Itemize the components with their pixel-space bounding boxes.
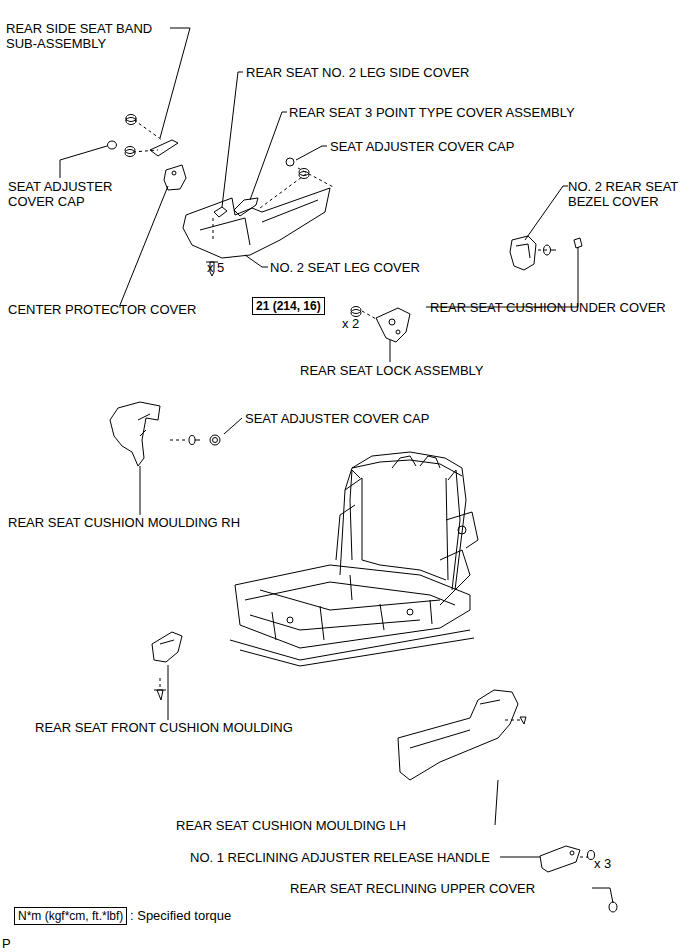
figure-code: P: [2, 936, 11, 951]
part-label: NO. 1 RECLINING ADJUSTER RELEASE HANDLE: [190, 850, 490, 865]
box-text: N*m (kgf*cm, ft.*lbf): [18, 909, 123, 923]
quantity-label: x 3: [594, 856, 611, 871]
quantity-label: x 5: [207, 260, 224, 275]
part-label: REAR SEAT CUSHION MOULDING RH: [8, 515, 240, 530]
part-label: CENTER PROTECTOR COVER: [8, 302, 196, 317]
box-text: 21 (214, 16): [256, 299, 321, 313]
part-label: SEAT ADJUSTER COVER CAP: [330, 139, 514, 154]
unit-box: N*m (kgf*cm, ft.*lbf): [14, 907, 127, 925]
part-label: REAR SEAT FRONT CUSHION MOULDING: [35, 720, 293, 735]
seat-assembly: [230, 452, 478, 666]
part-label: REAR SEAT RECLINING UPPER COVER: [290, 881, 535, 896]
part-label: NO. 2 SEAT LEG COVER: [270, 260, 420, 275]
part-label: REAR SEAT 3 POINT TYPE COVER ASSEMBLY: [289, 105, 575, 120]
torque-box: 21 (214, 16): [252, 297, 325, 315]
part-label: REAR SEAT CUSHION MOULDING LH: [176, 818, 406, 833]
assembly-lines: [133, 120, 588, 857]
quantity-label: x 2: [342, 316, 359, 331]
legend-note: : Specified torque: [130, 908, 231, 923]
part-label: SEAT ADJUSTER COVER CAP: [8, 179, 138, 209]
part-label: REAR SEAT LOCK ASSEMBLY: [300, 363, 484, 378]
parts: [108, 115, 618, 913]
part-label: SEAT ADJUSTER COVER CAP: [245, 411, 429, 426]
leader-lines: [60, 28, 613, 903]
part-label: REAR SEAT NO. 2 LEG SIDE COVER: [246, 65, 469, 80]
part-label: REAR SIDE SEAT BAND SUB-ASSEMBLY: [6, 21, 168, 51]
part-label: REAR SEAT CUSHION UNDER COVER: [430, 300, 666, 315]
part-label: NO. 2 REAR SEAT BEZEL COVER: [568, 179, 686, 209]
